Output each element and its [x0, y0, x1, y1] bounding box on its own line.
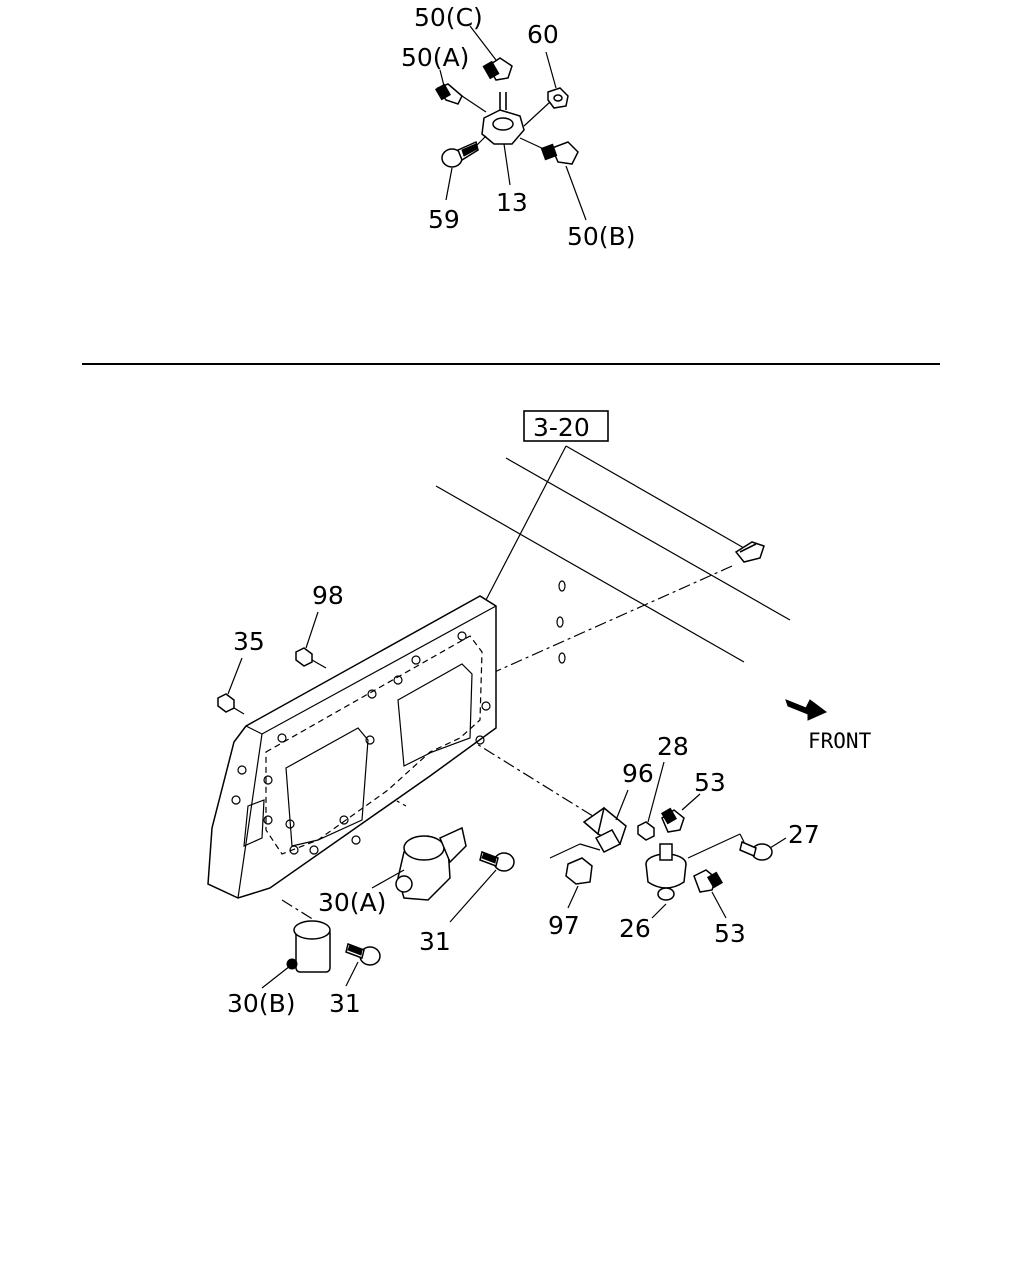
front-arrow: [785, 699, 827, 721]
mounting-plate: [207, 595, 497, 899]
label-50a: 50(A): [401, 43, 469, 72]
label-53-lower: 53: [714, 919, 746, 948]
part-50b-elbow: [540, 141, 579, 165]
label-28: 28: [657, 732, 689, 761]
part-59-bolt: [441, 140, 479, 168]
part-28-nut: [637, 761, 665, 841]
part-30a-valve: [371, 826, 467, 901]
part-50c-elbow: [482, 57, 513, 81]
label-60: 60: [527, 20, 559, 49]
label-front: FRONT: [808, 729, 872, 753]
label-27: 27: [788, 820, 820, 849]
part-13-fitting: [481, 92, 525, 145]
part-27-bolt: [687, 833, 787, 861]
label-53-upper: 53: [694, 768, 726, 797]
part-35-nut: [217, 657, 245, 715]
part-98-nut: [295, 611, 327, 669]
part-50a-fitting: [434, 83, 463, 105]
part-53-elbow-upper: [660, 793, 701, 833]
bottom-assembly: 3-20: [207, 410, 872, 1018]
label-98: 98: [312, 581, 344, 610]
label-30a: 30(A): [318, 888, 386, 917]
label-31-lower: 31: [329, 989, 361, 1018]
label-31-upper: 31: [419, 927, 451, 956]
part-97-bolt: [549, 843, 601, 909]
part-31-bolt-lower: [345, 943, 381, 987]
top-assembly: 50(C) 60 50(A) 59 13 50(B): [401, 3, 635, 251]
part-30b-valve: [261, 899, 331, 989]
label-35: 35: [233, 627, 265, 656]
part-96-bracket: [582, 789, 629, 853]
part-60-nut: [547, 87, 569, 109]
label-26: 26: [619, 914, 651, 943]
frame-fitting: [734, 541, 765, 563]
label-96: 96: [622, 759, 654, 788]
part-31-bolt-upper: [449, 851, 515, 923]
label-59: 59: [428, 205, 460, 234]
reference-box: [523, 410, 609, 442]
label-97: 97: [548, 911, 580, 940]
part-26-valve: [645, 843, 687, 919]
part-53-elbow-lower: [693, 869, 727, 919]
label-ref-3-20: 3-20: [533, 413, 590, 442]
label-50c: 50(C): [414, 3, 483, 32]
label-50b: 50(B): [567, 222, 635, 251]
label-30b: 30(B): [227, 989, 295, 1018]
label-13: 13: [496, 188, 528, 217]
